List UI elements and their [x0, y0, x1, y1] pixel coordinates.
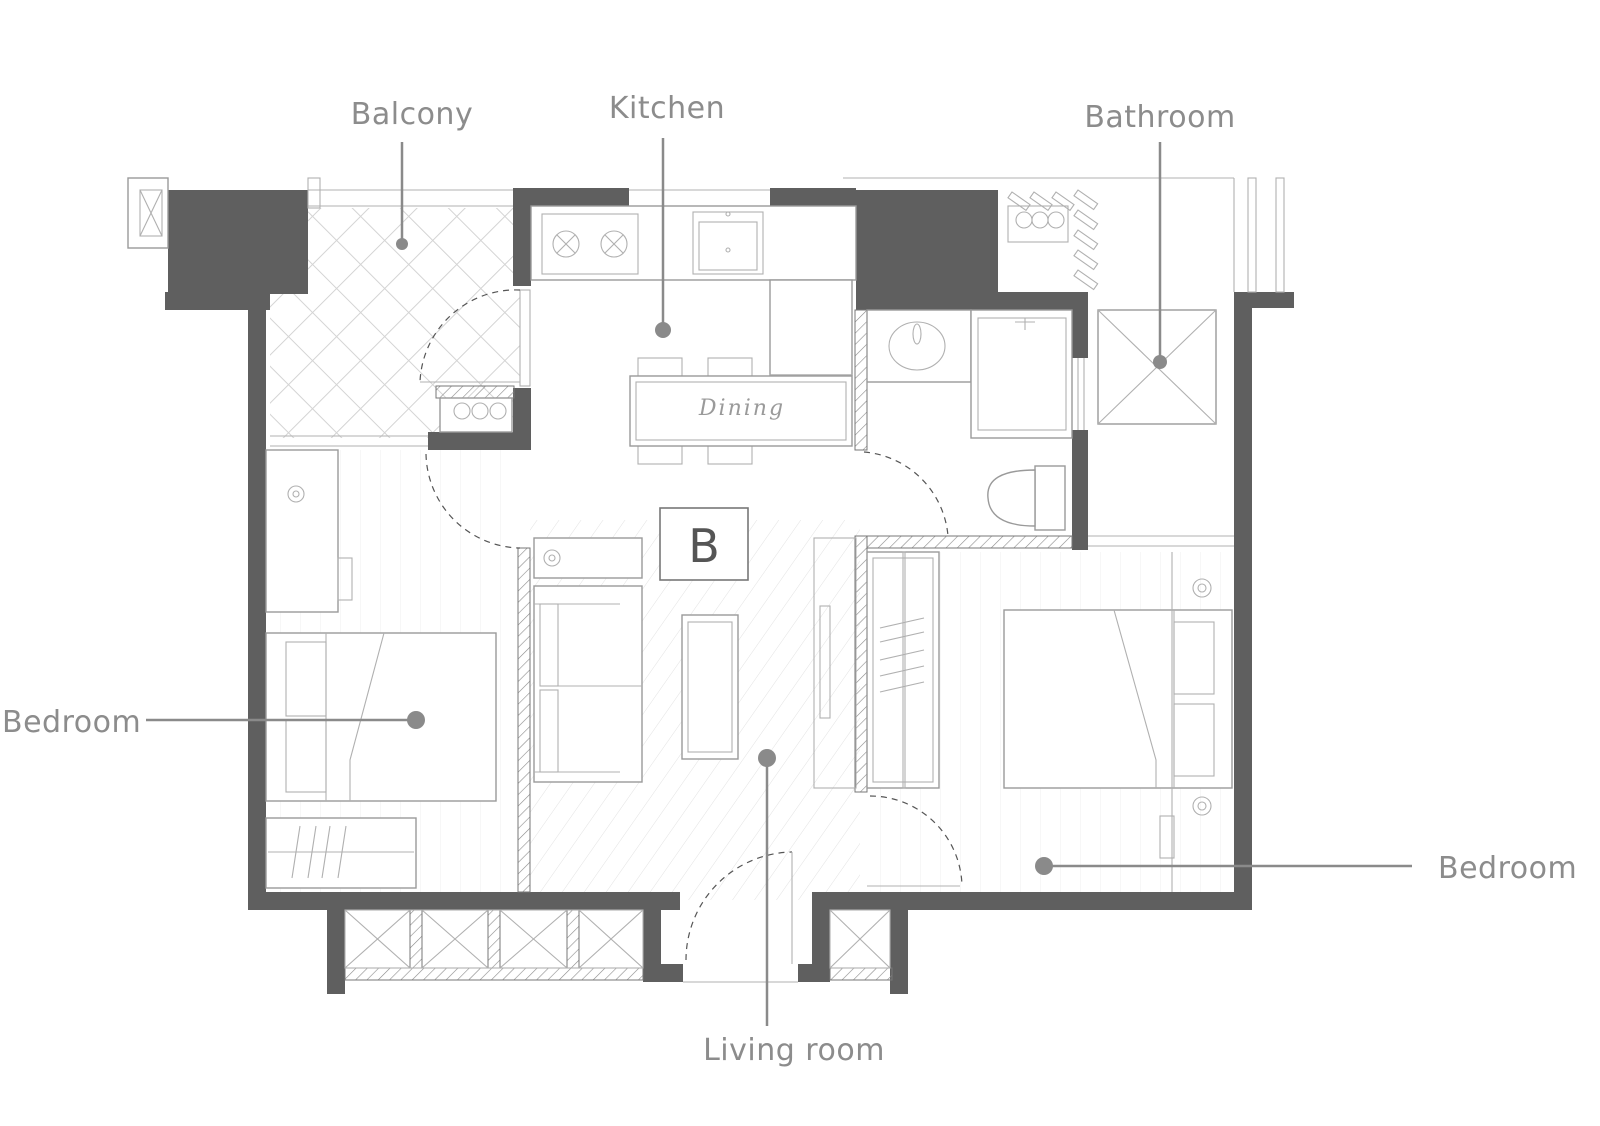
- unit-label: B: [688, 519, 720, 573]
- bathroom-label: Bathroom: [1084, 100, 1235, 135]
- bedroom-right-marker: [1035, 857, 1053, 875]
- dining-label: Dining: [698, 396, 785, 421]
- living-room-marker: [758, 749, 776, 767]
- room-labels: Balcony Kitchen Bathroom Bedroom Bedroom…: [2, 91, 1577, 1068]
- partitions: [344, 309, 1073, 981]
- balcony-cabinet: [439, 289, 531, 433]
- kitchen-marker: [655, 322, 671, 338]
- living-room-furniture: [533, 537, 857, 789]
- bedroom-right-label: Bedroom: [1438, 851, 1577, 886]
- windows: [127, 177, 1285, 983]
- bedroom-left-marker: [407, 711, 425, 729]
- dining-table: Dining: [629, 357, 853, 465]
- bathroom-fixtures: [866, 189, 1217, 531]
- balcony-label: Balcony: [351, 97, 473, 132]
- callouts: [146, 138, 1412, 1026]
- doors: [419, 289, 963, 964]
- left-bedroom-furniture: [265, 449, 497, 889]
- unit-tag: B: [659, 507, 749, 581]
- kitchen-label: Kitchen: [609, 91, 725, 126]
- walls: [165, 188, 1294, 994]
- balcony-marker: [396, 238, 408, 250]
- right-bedroom-furniture: [866, 551, 1233, 892]
- bathroom-marker: [1153, 355, 1167, 369]
- bedroom-left-label: Bedroom: [2, 705, 141, 740]
- kitchen-furniture: [530, 205, 857, 384]
- living-room-label: Living room: [703, 1033, 885, 1068]
